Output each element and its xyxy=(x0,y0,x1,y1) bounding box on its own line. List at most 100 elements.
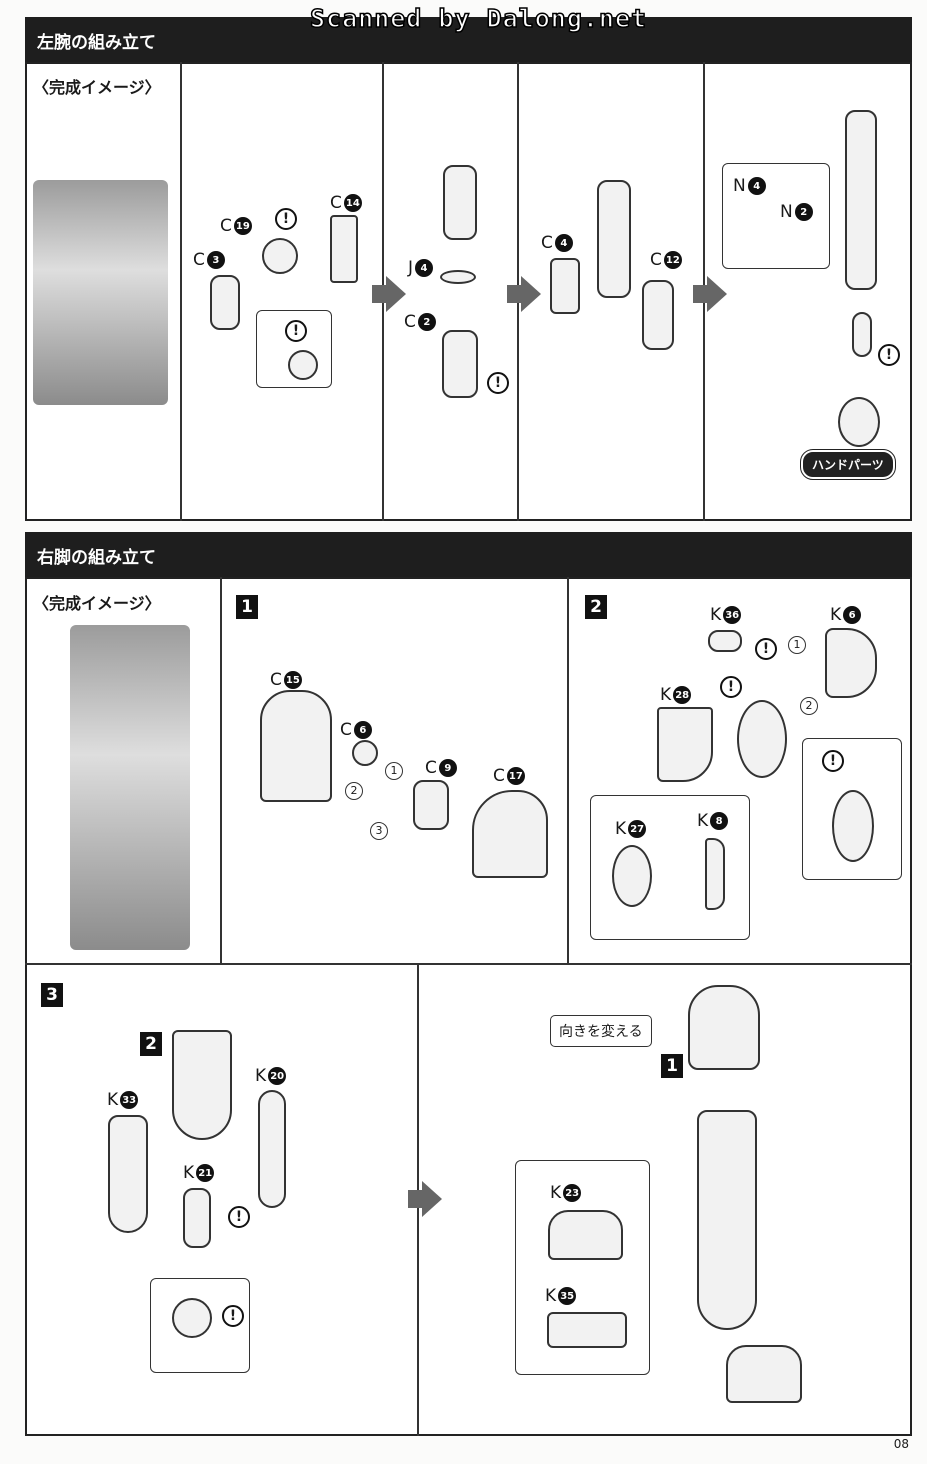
part-letter: C xyxy=(270,670,282,690)
part-number: 6 xyxy=(353,721,372,739)
thigh-part xyxy=(688,985,760,1070)
part-number: 4 xyxy=(747,177,766,195)
part-number: 17 xyxy=(506,767,525,785)
part-number: 36 xyxy=(723,606,742,624)
arrow-icon xyxy=(707,276,727,312)
part-number: 19 xyxy=(233,217,252,235)
part-number: 14 xyxy=(343,194,362,212)
part-letter: K xyxy=(545,1286,557,1306)
order-number: 3 xyxy=(370,822,388,840)
divider xyxy=(25,963,912,965)
step-reference: 2 xyxy=(140,1032,162,1056)
part-letter: C xyxy=(493,766,505,786)
leg-assembly xyxy=(697,1110,757,1330)
part-letter: N xyxy=(733,176,746,196)
part-number: 20 xyxy=(268,1067,287,1085)
part-number: 35 xyxy=(558,1287,577,1305)
part-letter: C xyxy=(541,233,553,253)
divider xyxy=(180,62,182,521)
part-number: 3 xyxy=(206,251,225,269)
arrow-icon xyxy=(693,285,707,303)
part-letter: C xyxy=(425,758,437,778)
watermark: Scanned by Dalong.net xyxy=(309,3,648,34)
arm-assembly xyxy=(845,110,877,290)
part-letter: C xyxy=(193,250,205,270)
part-letter: K xyxy=(830,605,842,625)
part-letter: K xyxy=(697,811,709,831)
section-header-right-leg: 右脚の組み立て xyxy=(25,532,912,577)
part-letter: K xyxy=(660,685,672,705)
warning-icon: ! xyxy=(878,344,900,366)
part-number: 2 xyxy=(794,203,813,221)
hand-part xyxy=(838,397,880,447)
part-c6 xyxy=(352,740,378,766)
part-k20 xyxy=(258,1090,286,1208)
warning-icon: ! xyxy=(222,1305,244,1327)
part-number: 21 xyxy=(196,1164,215,1182)
part-k28 xyxy=(657,707,713,782)
part-number: 33 xyxy=(120,1091,139,1109)
wrist-joint xyxy=(852,312,872,357)
part-letter: K xyxy=(615,819,627,839)
part-c3 xyxy=(210,275,240,330)
part-number: 12 xyxy=(663,251,682,269)
part-k27-k8-assembly xyxy=(737,700,787,778)
order-number: 2 xyxy=(800,697,818,715)
shoe-assembly xyxy=(726,1345,802,1403)
arrow-icon xyxy=(372,285,386,303)
part-detail xyxy=(832,790,874,862)
part-c4 xyxy=(550,258,580,314)
order-number: 1 xyxy=(385,762,403,780)
warning-icon: ! xyxy=(275,208,297,230)
part-k36 xyxy=(708,630,742,652)
page-number: 08 xyxy=(893,1437,909,1451)
part-number: 23 xyxy=(563,1184,582,1202)
part-c2 xyxy=(442,330,478,398)
part-letter: C xyxy=(650,250,662,270)
arrow-icon xyxy=(408,1190,422,1208)
part-c9 xyxy=(413,780,449,830)
part-letter: K xyxy=(255,1066,267,1086)
warning-icon: ! xyxy=(822,750,844,772)
order-number: 1 xyxy=(788,636,806,654)
hand-parts-label: ハンドパーツ xyxy=(800,449,896,480)
divider xyxy=(567,577,569,963)
step-number: 1 xyxy=(236,595,258,619)
leg-assembly xyxy=(172,1030,232,1140)
part-number: 9 xyxy=(438,759,457,777)
step-reference: 1 xyxy=(661,1054,683,1078)
left-arm-panel xyxy=(25,62,912,521)
part-c12 xyxy=(642,280,674,350)
part-k27 xyxy=(612,845,652,907)
step-number: 2 xyxy=(585,595,607,619)
part-number: 4 xyxy=(415,259,434,277)
arrow-icon xyxy=(422,1181,442,1217)
part-detail xyxy=(288,350,318,380)
step-number: 3 xyxy=(41,983,63,1007)
part-letter: J xyxy=(408,258,414,278)
part-letter: K xyxy=(183,1163,195,1183)
part-number: 4 xyxy=(554,234,573,252)
completed-image-title: 〈完成イメージ〉 xyxy=(33,594,161,613)
part-k6 xyxy=(825,628,877,698)
part-k35 xyxy=(547,1312,627,1348)
warning-icon: ! xyxy=(228,1206,250,1228)
part-letter: K xyxy=(107,1090,119,1110)
